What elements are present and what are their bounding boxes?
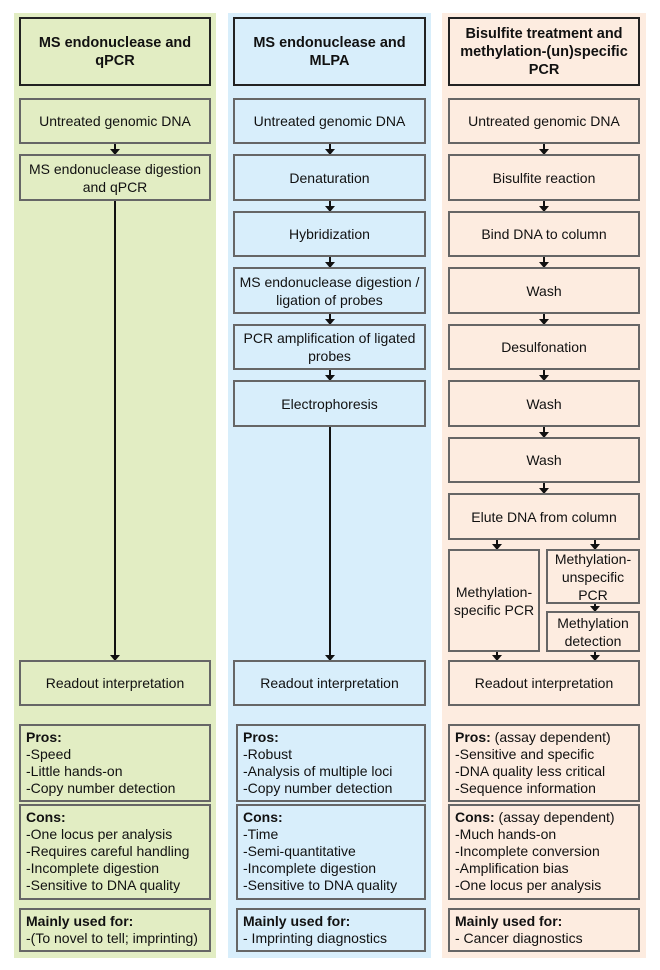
pros-item: -Sensitive and specific bbox=[455, 746, 595, 762]
pros-heading: Pros: bbox=[26, 729, 62, 745]
arrow-down-icon bbox=[325, 370, 335, 381]
column-ms-mlpa: MS endonuclease and MLPA Untreated genom… bbox=[228, 13, 431, 958]
arrow-down-icon bbox=[325, 257, 335, 268]
pros-box: Pros: -Speed -Little hands-on -Copy numb… bbox=[19, 724, 211, 802]
used-for-heading: Mainly used for: bbox=[243, 913, 351, 929]
step-methylation-specific-pcr: Methylation-specific PCR bbox=[448, 549, 540, 652]
step-desulfonation: Desulfonation bbox=[448, 324, 640, 370]
step-elute-dna: Elute DNA from column bbox=[448, 493, 640, 540]
step-wash: Wash bbox=[448, 437, 640, 483]
used-for-box: Mainly used for: -(To novel to tell; imp… bbox=[19, 908, 211, 952]
step-bisulfite-reaction: Bisulfite reaction bbox=[448, 154, 640, 201]
cons-box: Cons: -One locus per analysis -Requires … bbox=[19, 804, 211, 900]
arrow-down-icon bbox=[539, 483, 549, 494]
cons-item: -Semi-quantitative bbox=[243, 843, 356, 859]
cons-item: -Incomplete digestion bbox=[26, 860, 160, 876]
column-ms-qpcr: MS endonuclease and qPCR Untreated genom… bbox=[14, 13, 216, 958]
cons-heading: Cons: bbox=[243, 809, 283, 825]
cons-item: -One locus per analysis bbox=[455, 877, 602, 893]
cons-item: -Sensitive to DNA quality bbox=[26, 877, 181, 893]
step-pcr-amplification: PCR amplification of ligated probes bbox=[233, 324, 426, 370]
pros-note: (assay dependent) bbox=[490, 729, 611, 745]
step-untreated-dna: Untreated genomic DNA bbox=[448, 98, 640, 144]
step-digestion-qpcr: MS endonuclease digestion and qPCR bbox=[19, 154, 211, 201]
cons-item: -Incomplete conversion bbox=[455, 843, 600, 859]
readout-box: Readout interpretation bbox=[19, 660, 211, 706]
arrow-down-icon bbox=[325, 144, 335, 155]
column-bisulfite-pcr: Bisulfite treatment and methylation-(un)… bbox=[442, 13, 646, 958]
pros-box: Pros: -Robust -Analysis of multiple loci… bbox=[236, 724, 426, 802]
arrow-down-icon bbox=[325, 427, 335, 661]
arrow-down-icon bbox=[590, 604, 600, 612]
arrow-down-icon bbox=[590, 540, 600, 550]
arrow-down-icon bbox=[492, 652, 502, 661]
cons-item: -Amplification bias bbox=[455, 860, 569, 876]
arrow-down-icon bbox=[539, 370, 549, 381]
used-for-box: Mainly used for: - Cancer diagnostics bbox=[448, 908, 640, 952]
readout-box: Readout interpretation bbox=[448, 660, 640, 706]
pros-item: -Analysis of multiple loci bbox=[243, 763, 393, 779]
cons-item: -Time bbox=[243, 826, 279, 842]
readout-box: Readout interpretation bbox=[233, 660, 426, 706]
cons-heading: Cons: bbox=[26, 809, 66, 825]
used-for-box: Mainly used for: - Imprinting diagnostic… bbox=[236, 908, 426, 952]
arrow-down-icon bbox=[110, 144, 120, 155]
used-for-item: - Cancer diagnostics bbox=[455, 930, 583, 946]
cons-item: -One locus per analysis bbox=[26, 826, 173, 842]
cons-box: Cons: -Time -Semi-quantitative -Incomple… bbox=[236, 804, 426, 900]
cons-item: -Requires careful handling bbox=[26, 843, 190, 859]
used-for-item: - Imprinting diagnostics bbox=[243, 930, 387, 946]
pros-item: -Speed bbox=[26, 746, 72, 762]
step-untreated-dna: Untreated genomic DNA bbox=[233, 98, 426, 144]
step-untreated-dna: Untreated genomic DNA bbox=[19, 98, 211, 144]
column-title: Bisulfite treatment and methylation-(un)… bbox=[448, 17, 640, 86]
arrow-down-icon bbox=[539, 314, 549, 325]
arrow-down-icon bbox=[110, 201, 120, 661]
pros-box: Pros: (assay dependent) -Sensitive and s… bbox=[448, 724, 640, 802]
step-hybridization: Hybridization bbox=[233, 211, 426, 257]
used-for-heading: Mainly used for: bbox=[26, 913, 134, 929]
arrow-down-icon bbox=[325, 314, 335, 325]
step-methylation-detection: Methylation detection bbox=[546, 611, 640, 652]
cons-box: Cons: (assay dependent) -Much hands-on -… bbox=[448, 804, 640, 900]
arrow-down-icon bbox=[325, 201, 335, 212]
pros-item: -Robust bbox=[243, 746, 293, 762]
cons-item: -Sensitive to DNA quality bbox=[243, 877, 398, 893]
arrow-down-icon bbox=[539, 201, 549, 212]
column-title: MS endonuclease and MLPA bbox=[233, 17, 426, 86]
arrow-down-icon bbox=[539, 257, 549, 268]
step-digestion-ligation: MS endonuclease digestion / ligation of … bbox=[233, 267, 426, 314]
step-wash: Wash bbox=[448, 380, 640, 427]
step-methylation-unspecific-pcr: Methylation-unspecific PCR bbox=[546, 549, 640, 604]
pros-item: -DNA quality less critical bbox=[455, 763, 606, 779]
pros-item: -Little hands-on bbox=[26, 763, 123, 779]
step-denaturation: Denaturation bbox=[233, 154, 426, 201]
arrow-down-icon bbox=[590, 652, 600, 661]
column-title: MS endonuclease and qPCR bbox=[19, 17, 211, 86]
used-for-heading: Mainly used for: bbox=[455, 913, 563, 929]
pros-item: -Copy number detection bbox=[26, 780, 176, 796]
cons-heading: Cons: bbox=[455, 809, 495, 825]
cons-item: -Much hands-on bbox=[455, 826, 557, 842]
step-bind-dna: Bind DNA to column bbox=[448, 211, 640, 257]
pros-heading: Pros: bbox=[243, 729, 279, 745]
step-wash: Wash bbox=[448, 267, 640, 314]
used-for-item: -(To novel to tell; imprinting) bbox=[26, 930, 198, 946]
arrow-down-icon bbox=[492, 540, 502, 550]
pros-item: -Copy number detection bbox=[243, 780, 393, 796]
pros-heading: Pros: bbox=[455, 729, 491, 745]
pros-item: -Sequence information bbox=[455, 780, 596, 796]
cons-note: (assay dependent) bbox=[494, 809, 615, 825]
arrow-down-icon bbox=[539, 427, 549, 438]
cons-item: -Incomplete digestion bbox=[243, 860, 377, 876]
arrow-down-icon bbox=[539, 144, 549, 155]
step-electrophoresis: Electrophoresis bbox=[233, 380, 426, 427]
